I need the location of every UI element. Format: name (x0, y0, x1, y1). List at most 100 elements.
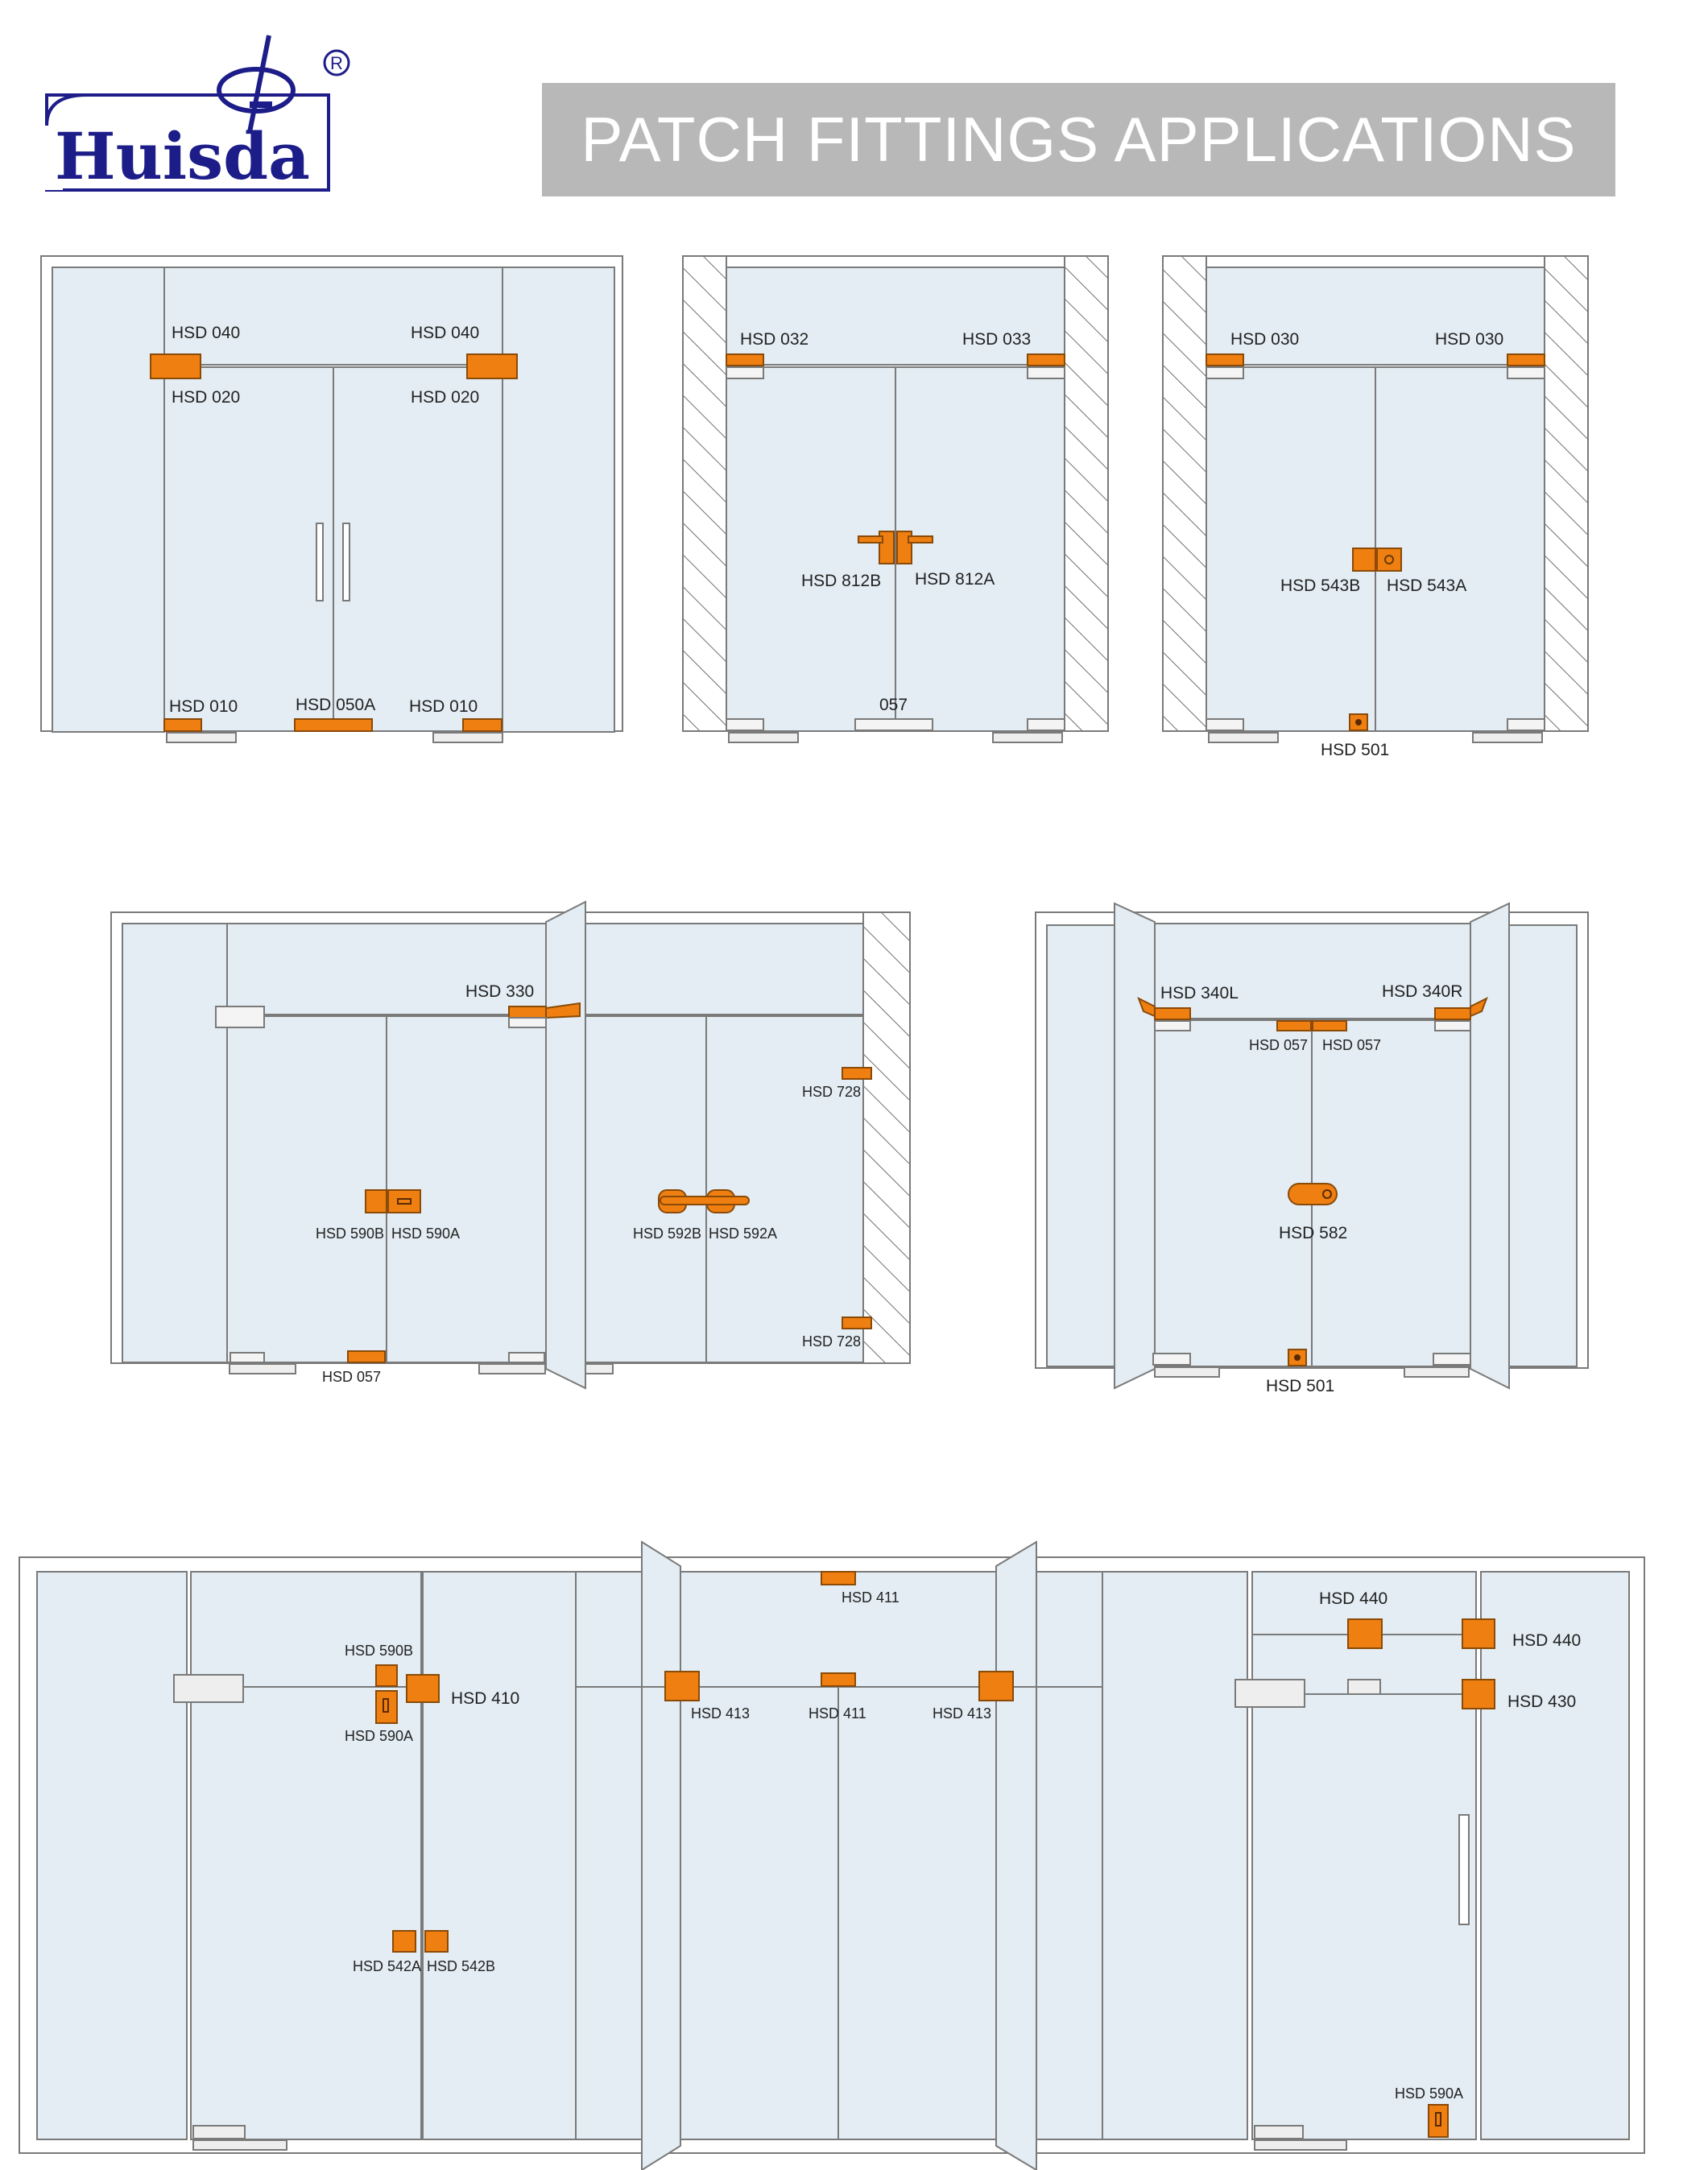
d4-wall-right (862, 911, 911, 1364)
d3-fitting-hsd030-right (1507, 353, 1545, 366)
d3-pivot-right (1507, 366, 1545, 379)
page-title: PATCH FITTINGS APPLICATIONS (581, 104, 1577, 175)
d1-fitting-hsd040-left (150, 353, 201, 379)
d4-label-0: HSD 330 (465, 982, 534, 1001)
d4-side-panel-left (122, 923, 228, 1363)
d3-fitting-hsd543a (1376, 548, 1402, 572)
d6-label-3: HSD 542A (353, 1958, 421, 1974)
d1-handle-left (316, 523, 324, 601)
logo-registered-circle (323, 49, 350, 76)
d1-side-panel-right (502, 267, 615, 733)
d6-fitting-hsd542a (392, 1930, 416, 1953)
d6-label-5: HSD 411 (842, 1589, 899, 1606)
d4-floor-spring-fin (585, 1363, 614, 1374)
d2-label-2: HSD 812B (801, 572, 881, 590)
d3-wall-right (1544, 255, 1589, 732)
d6-fitting-hsd542b (424, 1930, 449, 1953)
d1-label-3: HSD 020 (411, 388, 479, 407)
d5-fitting-hsd057-right (1312, 1020, 1347, 1031)
d3-bottom-patch-left (1206, 718, 1244, 731)
d6-label-9: HSD 440 (1319, 1589, 1387, 1608)
d1-floor-spring-right (432, 732, 503, 743)
d1-label-5: HSD 050A (296, 696, 375, 714)
d5-label-2: HSD 057 (1249, 1037, 1308, 1053)
d6-panel-8 (1480, 1571, 1630, 2140)
d3-floor-spring-right (1472, 732, 1543, 743)
d6-fin-right (995, 1540, 1037, 2170)
d2-pivot-left (726, 366, 764, 379)
d6-label-1: HSD 410 (451, 1689, 519, 1708)
d6-fitting-hsd413-right (978, 1671, 1014, 1701)
d4-label-3: HSD 590A (391, 1226, 460, 1242)
d5-label-4: HSD 582 (1279, 1224, 1347, 1242)
d3-door-left (1206, 366, 1376, 732)
d4-door-1 (226, 1015, 387, 1363)
d5-label-5: HSD 501 (1266, 1377, 1334, 1395)
title-banner: PATCH FITTINGS APPLICATIONS (542, 83, 1615, 196)
d4-floor-spring-right (478, 1363, 546, 1374)
d6-panel-7 (1251, 1571, 1477, 2140)
d2-pivot-right (1027, 366, 1065, 379)
d6-fitting-hsd411-top (821, 1571, 856, 1585)
d6-fitting-hsd440-right (1462, 1618, 1495, 1649)
d5-door-right (1311, 1019, 1471, 1367)
d6-lock-slot-2 (1435, 2112, 1441, 2127)
d6-fin-left (641, 1540, 681, 2170)
d3-wall-left (1162, 255, 1207, 732)
d4-lock-slot (397, 1198, 411, 1205)
d3-label-1: HSD 030 (1435, 330, 1503, 349)
logo-brand: Huisda (55, 118, 310, 194)
d6-label-11: HSD 430 (1507, 1693, 1576, 1711)
d1-label-2: HSD 020 (172, 388, 240, 407)
diagram-3: HSD 030 HSD 030 HSD 543B HSD 543A HSD 50… (1162, 255, 1589, 759)
d6-pull-handle (1458, 1814, 1470, 1925)
d6-fitting-hsd590b (375, 1664, 398, 1687)
d2-wall-right (1064, 255, 1109, 732)
diagram-1: HSD 040 HSD 040 HSD 020 HSD 020 HSD 010 … (40, 255, 623, 743)
diagram-6: HSD 590B HSD 410 HSD 590A HSD 542A HSD 5… (19, 1540, 1645, 2170)
d5-fitting-hsd057-left (1276, 1020, 1312, 1031)
d6-label-8: HSD 413 (933, 1705, 991, 1722)
d5-floor-spring-right (1404, 1366, 1470, 1378)
diagram-5: HSD 340L HSD 340R HSD 057 HSD 057 HSD 58… (1035, 902, 1589, 1395)
d4-label-5: HSD 592A (709, 1226, 777, 1242)
d4-pivot (508, 1017, 547, 1028)
d2-lever-right (908, 535, 933, 544)
d5-door-left (1152, 1019, 1313, 1367)
d1-door-right (333, 366, 503, 732)
d1-door-left (163, 366, 334, 732)
d5-hsd582-hole (1322, 1189, 1332, 1199)
d5-fin-left (1114, 902, 1156, 1390)
d1-side-panel-left (52, 267, 165, 733)
d4-fitting-hsd590b (365, 1189, 387, 1213)
d3-label-2: HSD 543B (1280, 577, 1360, 595)
d3-floor-spring-left (1208, 732, 1279, 743)
d4-corner-patch (215, 1006, 265, 1028)
d4-label-1: HSD 728 (802, 1084, 861, 1100)
d6-fitting-hsd590a-top (375, 1690, 398, 1724)
d4-door-4 (705, 1015, 864, 1363)
d1-fitting-hsd050a (294, 718, 373, 732)
d6-floor-spring-left (192, 2139, 287, 2151)
logo-slash (247, 35, 271, 133)
d3-transom (1206, 267, 1545, 366)
d5-bottom-patch-right (1433, 1353, 1471, 1366)
d1-fitting-hsd040-right (466, 353, 518, 379)
d6-fitting-hsd413-left (664, 1671, 700, 1701)
d4-fitting-hsd728-top (842, 1067, 872, 1080)
d6-fitting-hsd590a-bottom (1428, 2104, 1449, 2138)
d6-fitting-hsd430 (1462, 1679, 1495, 1709)
d1-label-6: HSD 010 (409, 697, 478, 716)
d3-label-3: HSD 543A (1387, 577, 1466, 595)
d4-fitting-hsd590a (387, 1189, 421, 1213)
d5-hsd501-hole (1294, 1354, 1301, 1361)
d6-patch-mid (1347, 1679, 1381, 1695)
huisda-logo: Huisda R (39, 35, 350, 194)
d3-label-4: HSD 501 (1321, 741, 1389, 759)
d6-bottom-patch-left (192, 2125, 246, 2139)
d5-fitting-hsd582 (1288, 1183, 1338, 1205)
d4-label-6: HSD 728 (802, 1333, 861, 1350)
d6-corner-patch-right (1234, 1679, 1305, 1708)
d4-bottom-patch-left (230, 1352, 265, 1363)
d1-fitting-hsd010-left (163, 718, 202, 732)
